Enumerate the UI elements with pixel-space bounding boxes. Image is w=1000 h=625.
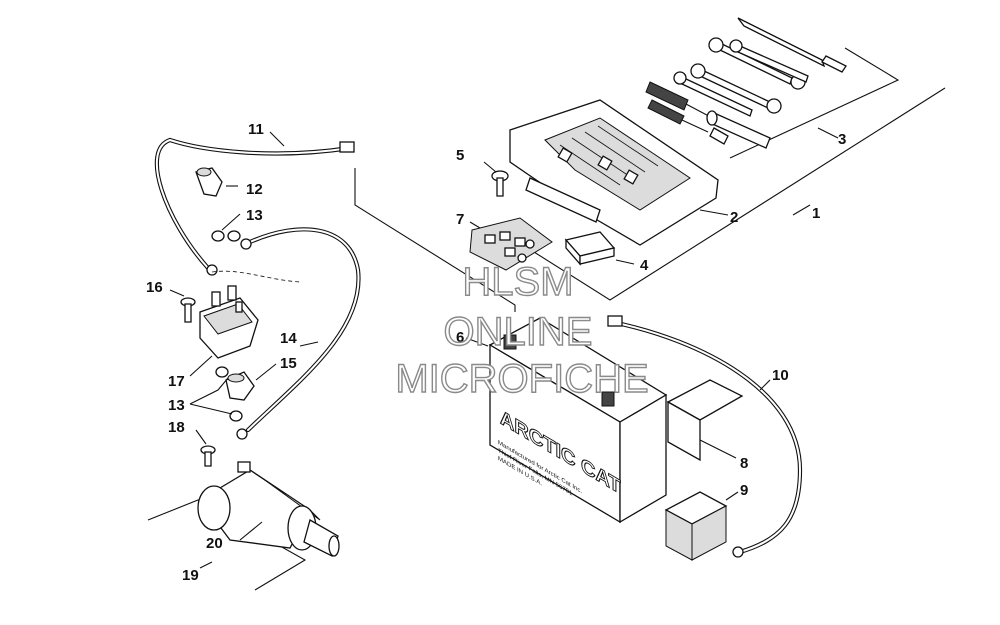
screwdriver-tool xyxy=(647,99,709,133)
callout-2: 2 xyxy=(730,209,738,226)
starter-cable xyxy=(236,227,361,440)
callout-9: 9 xyxy=(740,482,748,499)
callout-labels: 1 2 3 4 5 6 7 8 9 10 11 12 13 13 14 15 1… xyxy=(146,121,846,584)
group-bracket-1 xyxy=(354,87,946,312)
callout-3: 3 xyxy=(838,131,846,148)
wrench-tool xyxy=(737,17,847,73)
starter-solenoid xyxy=(189,285,259,377)
callout-13-upper: 13 xyxy=(246,207,263,224)
wrench-tool xyxy=(673,71,753,117)
wrench-tool xyxy=(690,63,782,114)
callout-10: 10 xyxy=(772,367,789,384)
watermark-line-1: HLSM xyxy=(462,260,573,304)
callout-20: 20 xyxy=(206,535,223,552)
socket-tool xyxy=(706,110,771,149)
callout-7: 7 xyxy=(456,211,464,228)
wrench-tool xyxy=(729,39,809,83)
battery-cable xyxy=(607,315,803,558)
callout-11: 11 xyxy=(248,121,264,138)
starter-screw xyxy=(195,429,216,467)
callout-5: 5 xyxy=(456,147,464,164)
solenoid-screw xyxy=(169,289,196,323)
hex-key-tool xyxy=(709,127,729,145)
callout-18: 18 xyxy=(168,419,185,436)
battery-label-sheet xyxy=(666,379,744,462)
callout-15: 15 xyxy=(280,355,297,372)
callout-1: 1 xyxy=(812,205,820,222)
watermark-line-2: ONLINE xyxy=(444,310,593,354)
solenoid-cable xyxy=(154,131,355,276)
callout-14: 14 xyxy=(280,330,297,347)
group-bracket-3 xyxy=(729,47,900,159)
terminal-hardware-kit xyxy=(469,217,553,271)
callout-8: 8 xyxy=(740,455,748,472)
watermark-line-3: MICROFICHE xyxy=(395,357,648,401)
callout-17: 17 xyxy=(168,373,185,390)
callout-16: 16 xyxy=(146,279,163,296)
tool-tray xyxy=(509,99,729,246)
callout-4: 4 xyxy=(640,257,649,274)
wrench-tool xyxy=(708,37,806,90)
tool-kit xyxy=(645,17,847,149)
terminal-boot xyxy=(195,167,238,197)
watermark: HLSM ONLINE MICROFICHE xyxy=(395,259,650,401)
hex-nut xyxy=(189,213,243,422)
callout-6: 6 xyxy=(456,329,464,346)
tray-screw xyxy=(483,161,509,197)
callout-13-lower: 13 xyxy=(168,397,185,414)
callout-12: 12 xyxy=(246,181,263,198)
starter-motor xyxy=(197,461,340,557)
foam-block xyxy=(664,491,739,561)
foam-pad-small xyxy=(564,231,635,266)
starter-terminal-boot xyxy=(225,363,277,401)
callout-19: 19 xyxy=(182,567,199,584)
